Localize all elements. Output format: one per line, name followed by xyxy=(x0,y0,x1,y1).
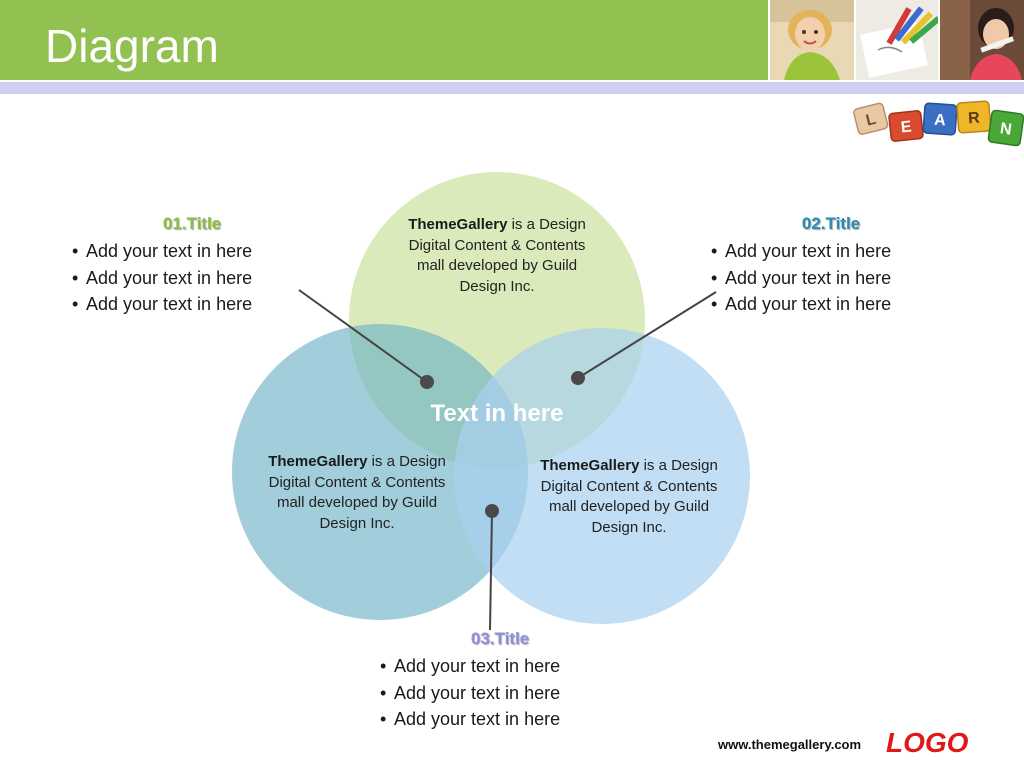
bullet-item: Add your text in here xyxy=(380,680,620,707)
connector-dot-1 xyxy=(420,375,434,389)
text-block-02: 02.Title Add your text in here Add your … xyxy=(711,213,951,318)
connector-dot-3 xyxy=(485,504,499,518)
photo-drawing-pencils xyxy=(856,0,938,80)
bullet-item: Add your text in here xyxy=(711,238,951,265)
circle-text-left-brand: ThemeGallery xyxy=(268,453,368,470)
photo-child-smiling xyxy=(770,0,854,80)
footer-logo: LOGO xyxy=(886,727,969,758)
circle-text-right: ThemeGallery is a Design Digital Content… xyxy=(529,456,729,538)
footer-url[interactable]: www.themegallery.com xyxy=(718,737,862,752)
text-block-01: 01.Title Add your text in here Add your … xyxy=(72,213,312,318)
connector-line-2 xyxy=(577,291,717,379)
circle-text-top: ThemeGallery is a Design Digital Content… xyxy=(397,215,597,297)
svg-text:E: E xyxy=(900,118,913,136)
header-divider xyxy=(0,80,1024,82)
bullet-item: Add your text in here xyxy=(380,653,620,680)
bullet-list-02: Add your text in here Add your text in h… xyxy=(711,238,951,318)
circle-text-right-brand: ThemeGallery xyxy=(540,457,640,474)
learn-puzzle-logo: L E A R N xyxy=(853,100,1024,147)
bullet-item: Add your text in here xyxy=(72,238,312,265)
bullet-item: Add your text in here xyxy=(72,265,312,292)
svg-text:A: A xyxy=(934,112,947,130)
page-title: Diagram xyxy=(45,20,219,72)
text-block-03: 03.Title Add your text in here Add your … xyxy=(380,628,620,733)
bullet-list-03: Add your text in here Add your text in h… xyxy=(380,653,620,733)
circle-text-top-brand: ThemeGallery xyxy=(408,216,508,233)
circle-text-top-body: is a Design Digital Content & Contents m… xyxy=(408,216,586,295)
circle-text-right-body: is a Design Digital Content & Contents m… xyxy=(540,457,718,536)
bullet-item: Add your text in here xyxy=(711,291,951,318)
header-band xyxy=(0,0,768,80)
venn-circle-right xyxy=(454,328,750,624)
block-title-03: 03.Title xyxy=(470,629,530,648)
circle-text-left: ThemeGallery is a Design Digital Content… xyxy=(257,452,457,534)
block-title-02: 02.Title xyxy=(801,214,861,233)
svg-text:N: N xyxy=(999,120,1013,138)
connector-dot-2 xyxy=(571,371,585,385)
header-stripe xyxy=(0,82,1024,94)
circle-text-left-body: is a Design Digital Content & Contents m… xyxy=(268,453,446,532)
photo-child-flute xyxy=(940,0,1024,80)
bullet-item: Add your text in here xyxy=(72,291,312,318)
connector-line-3 xyxy=(489,510,493,631)
connector-line-1 xyxy=(298,289,428,383)
bullet-item: Add your text in here xyxy=(711,265,951,292)
bullet-item: Add your text in here xyxy=(380,706,620,733)
venn-circle-left xyxy=(232,324,528,620)
svg-text:R: R xyxy=(968,110,981,128)
bullet-list-01: Add your text in here Add your text in h… xyxy=(72,238,312,318)
venn-center-label: Text in here xyxy=(430,400,564,427)
svg-text:L: L xyxy=(864,111,878,130)
block-title-01: 01.Title xyxy=(162,214,222,233)
